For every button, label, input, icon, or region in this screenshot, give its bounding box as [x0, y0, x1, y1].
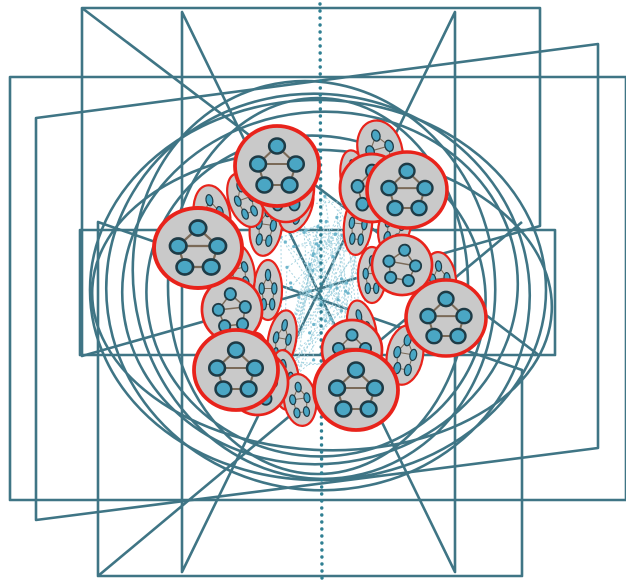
- mesh-node: [292, 245, 295, 248]
- node-dot: [257, 178, 273, 193]
- network-node-icon: [406, 280, 486, 356]
- node-dot: [421, 309, 436, 323]
- mesh-node: [312, 323, 315, 326]
- node-dot: [224, 288, 236, 301]
- mesh-node: [284, 240, 287, 243]
- node-dot: [177, 260, 194, 275]
- node-dot: [400, 164, 415, 178]
- mesh-node: [329, 285, 332, 288]
- node-dot: [247, 361, 263, 376]
- node-dot: [329, 381, 345, 396]
- mesh-node: [316, 225, 319, 228]
- mesh-node: [308, 263, 311, 266]
- node-dot: [265, 269, 270, 280]
- mesh-node: [308, 331, 311, 334]
- mesh-node: [315, 242, 318, 245]
- node-dot: [241, 382, 257, 397]
- node-dot: [367, 381, 383, 396]
- node-dot: [382, 255, 395, 268]
- mesh-node: [334, 232, 337, 235]
- node-dot: [346, 329, 357, 340]
- mesh-node: [297, 296, 300, 299]
- node-dot: [203, 260, 220, 275]
- network-node-icon: [367, 152, 447, 228]
- node-dot: [402, 274, 415, 287]
- mesh-node: [345, 281, 348, 284]
- node-dot: [361, 402, 377, 417]
- mesh-node: [285, 266, 288, 269]
- node-dot: [384, 271, 397, 284]
- mesh-node: [289, 281, 292, 284]
- mesh-node: [324, 319, 327, 322]
- node-dot: [439, 292, 454, 306]
- mesh-node: [308, 289, 311, 292]
- mesh-node: [346, 292, 349, 295]
- mesh-node: [335, 216, 338, 219]
- node-dot: [365, 283, 370, 294]
- node-dot: [272, 283, 277, 294]
- node-dot: [212, 303, 224, 316]
- node-dot: [357, 234, 363, 246]
- mesh-node: [336, 298, 339, 301]
- node-dot: [209, 361, 225, 376]
- mesh-node: [311, 254, 314, 257]
- node-dot: [269, 139, 285, 154]
- network-node-icon: [235, 126, 319, 206]
- node-dot: [412, 201, 427, 215]
- node-dot: [388, 201, 403, 215]
- node-dot: [216, 382, 232, 397]
- node-dot: [228, 343, 244, 358]
- mesh-node: [329, 317, 332, 320]
- mesh-node: [340, 309, 343, 312]
- node-dot: [349, 233, 355, 245]
- node-dot: [288, 157, 304, 172]
- node-dot: [409, 259, 422, 272]
- node-dot: [451, 329, 466, 343]
- mesh-node: [340, 277, 343, 280]
- network-node-icon: [314, 350, 398, 430]
- network-node-icon: [194, 330, 278, 410]
- mesh-node: [302, 231, 305, 234]
- network-node-icon: [154, 208, 242, 288]
- node-dot: [210, 239, 227, 254]
- node-dot: [270, 299, 275, 310]
- node-dot: [250, 157, 266, 172]
- tilted-frame-plane: [36, 44, 598, 520]
- mesh-node: [335, 286, 338, 289]
- mesh-node: [331, 255, 334, 258]
- mesh-node: [311, 269, 314, 272]
- node-dot: [382, 181, 397, 195]
- mesh-node: [312, 358, 315, 361]
- node-dot: [282, 178, 298, 193]
- vertical-dotted-axis: [320, 4, 322, 578]
- node-dot: [190, 221, 207, 236]
- node-dot: [170, 239, 187, 254]
- node-dot: [418, 181, 433, 195]
- mesh-node: [323, 195, 326, 198]
- node-dot: [336, 402, 352, 417]
- node-dot: [352, 180, 364, 193]
- node-dot: [239, 300, 251, 313]
- mesh-node: [325, 220, 328, 223]
- node-dot: [259, 283, 264, 294]
- wireframe-layer: [10, 8, 626, 576]
- mesh-node: [289, 286, 292, 289]
- node-dot: [427, 329, 442, 343]
- node-dot: [398, 244, 411, 257]
- node-dot: [348, 363, 364, 378]
- node-dot: [457, 309, 472, 323]
- vertical-axis-layer: [320, 4, 322, 578]
- node-dot: [363, 268, 368, 279]
